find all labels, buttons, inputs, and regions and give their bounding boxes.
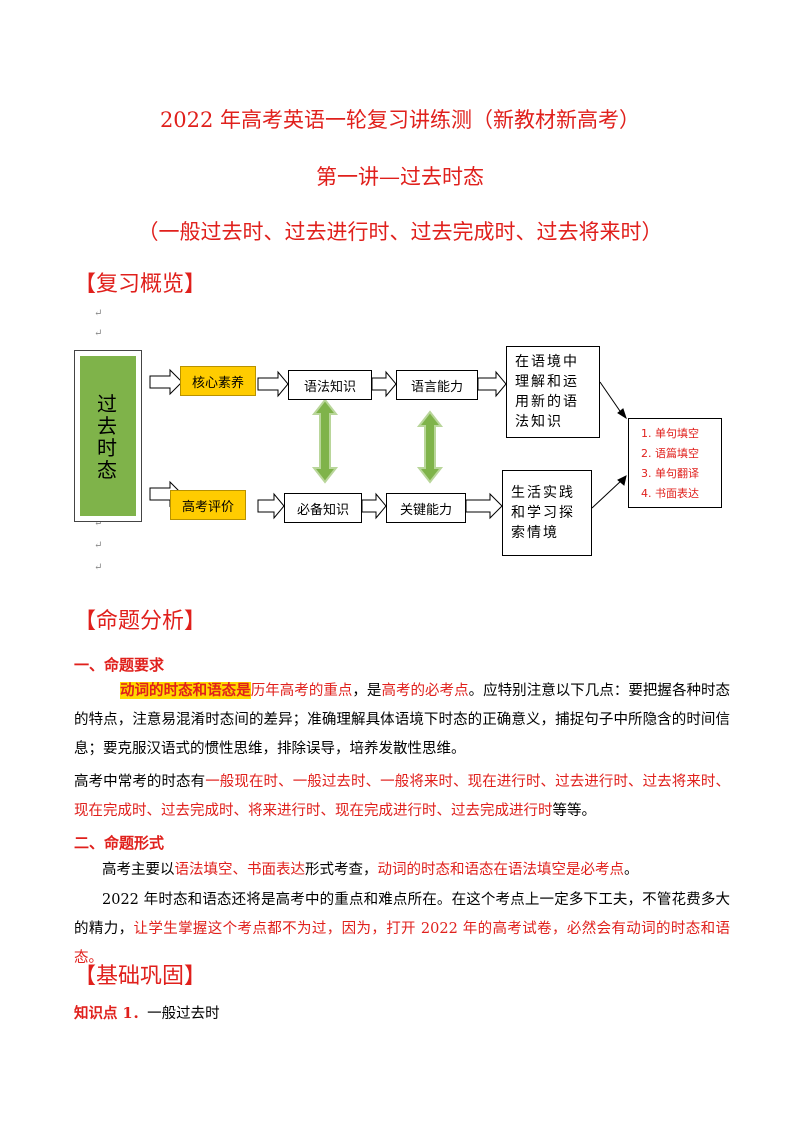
section-analysis: 【命题分析】 [74, 609, 207, 634]
arrow-key-life [465, 492, 503, 520]
essential-knowledge-box: 必备知识 [284, 493, 362, 523]
exam-evaluation-box: 高考评价 [170, 490, 246, 520]
highlight-text: 动词的时态和语态是 [120, 682, 251, 699]
list-item: 4. 书面表达 [641, 487, 699, 500]
core-literacy-box: 核心素养 [180, 366, 256, 396]
importance-paragraph: 2022 年时态和语态还将是高考中的重点和难点所在。在这个考点上一定多下工夫，不… [74, 892, 730, 966]
lesson-subtitle: （一般过去时、过去进行时、过去完成时、过去将来时） [137, 220, 663, 244]
arrow-grammar-language [371, 370, 397, 398]
key-ability-box: 关键能力 [386, 493, 466, 523]
knowledge-point-text: 一般过去时 [147, 1006, 220, 1022]
double-arrow-left [311, 398, 339, 484]
list-item: 2. 语篇填空 [641, 447, 699, 460]
past-tense-box: 过去时态 [74, 350, 142, 522]
list-item: 1. 单句填空 [641, 427, 699, 440]
arrow-core-grammar [257, 370, 289, 398]
arrow-language-context [477, 370, 507, 398]
common-tenses-paragraph: 高考中常考的时态有一般现在时、一般过去时、一般将来时、现在进行时、过去进行时、过… [74, 774, 730, 819]
knowledge-point: 知识点 1．一般过去时 [74, 1002, 220, 1023]
exam-forms-list: 1. 单句填空 2. 语篇填空 3. 单句翻译 4. 书面表达 [628, 418, 722, 508]
arrow-to-core [149, 368, 183, 396]
document-title: 2022 年高考英语一轮复习讲练测（新教材新高考） [159, 108, 641, 132]
overview-diagram: ↵ ↵ ↵ ↵ ↵ 过去时态 核心素养 [74, 300, 722, 580]
lesson-title: 第一讲—过去时态 [316, 165, 484, 189]
section-overview: 【复习概览】 [74, 272, 207, 297]
forms-heading: 二、命题形式 [74, 834, 165, 852]
past-tense-label: 过去时态 [97, 392, 117, 482]
language-ability-box: 语言能力 [396, 370, 478, 400]
life-context-box: 生活实践和学习探索情境 [502, 470, 592, 556]
knowledge-point-label: 知识点 1． [74, 1005, 148, 1022]
forms-paragraph: 高考主要以语法填空、书面表达形式考查，动词的时态和语态在语法填空是必考点。 [102, 862, 639, 878]
requirements-heading: 一、命题要求 [74, 656, 165, 674]
double-arrow-right [416, 410, 444, 484]
requirements-paragraph: 动词的时态和语态是历年高考的重点，是高考的必考点。应特别注意以下几点：要把握各种… [74, 682, 731, 757]
grammar-knowledge-box: 语法知识 [288, 370, 372, 400]
section-basics: 【基础巩固】 [74, 964, 207, 989]
context-box: 在语境中理解和运用新的语法知识 [506, 346, 600, 438]
arrow-essential-key [361, 492, 387, 520]
list-item: 3. 单句翻译 [641, 467, 699, 480]
arrow-eval-essential [257, 492, 285, 520]
